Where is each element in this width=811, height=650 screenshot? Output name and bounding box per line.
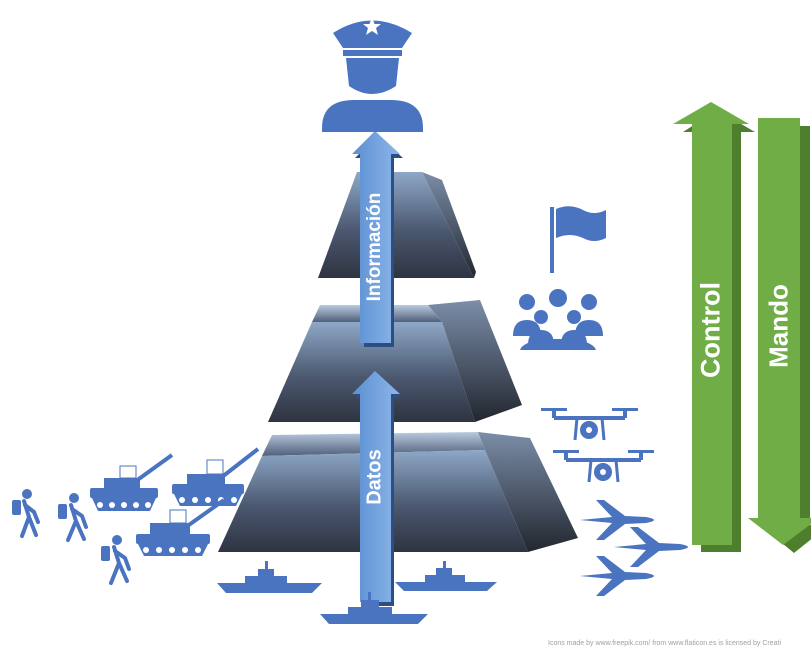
commander-icon: [322, 17, 423, 132]
flag-icon: [550, 206, 606, 273]
soldier-icon-1: [12, 489, 40, 538]
arrow-informacion: [352, 131, 403, 347]
icon-credit: Icons made by www.freepik.com/ from www.…: [548, 640, 782, 647]
fighter-jet-icon-2: [614, 527, 688, 567]
pyramid-tier-middle: [268, 300, 522, 422]
arrow-mando: [748, 118, 811, 553]
label-datos: Datos: [363, 449, 386, 505]
pyramid-tier-top: [318, 172, 476, 278]
ship-icon-1: [217, 561, 322, 593]
soldier-icon-2: [58, 493, 88, 542]
label-control: Control: [695, 282, 726, 378]
tank-icon-1: [90, 453, 174, 511]
arrow-control: [673, 102, 755, 552]
pyramid-tier-bottom: [218, 432, 578, 552]
fighter-jet-icon-3: [580, 556, 654, 596]
label-informacion: Información: [364, 192, 385, 302]
pyramid: [218, 172, 578, 552]
drone-icon-1: [541, 408, 638, 441]
soldier-icon-3: [101, 535, 131, 585]
label-mando: Mando: [763, 284, 794, 368]
arrow-datos: [352, 371, 403, 606]
ship-icon-3: [320, 592, 428, 624]
fighter-jet-icon-1: [580, 500, 654, 540]
ship-icon-2: [395, 561, 497, 591]
tank-icon-3: [136, 498, 226, 556]
group-icon: [513, 289, 603, 350]
tank-icon-2: [172, 447, 260, 506]
drone-icon-2: [553, 450, 654, 483]
